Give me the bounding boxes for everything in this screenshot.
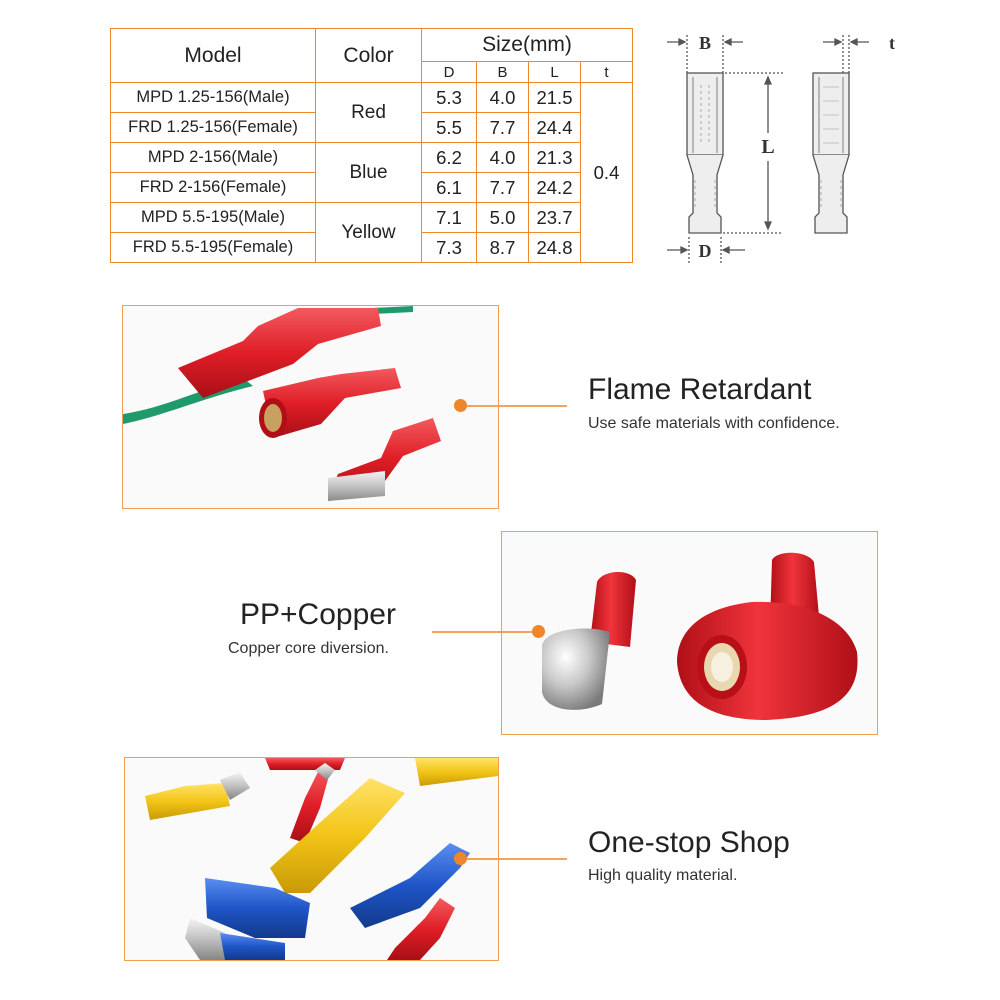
table-row: FRD 5.5-195(Female) 7.3 8.7 24.8 [110, 232, 633, 263]
b-cell: 4.0 [476, 142, 529, 173]
label-d: D [699, 241, 712, 261]
label-l: L [761, 136, 774, 158]
photo-red-terminals-wire [122, 305, 499, 509]
connector-line [467, 405, 567, 407]
spec-table: Model Color Size(mm) D B L t MPD 1.25-15… [110, 28, 634, 263]
connector-line [467, 858, 567, 860]
feature-desc: Use safe materials with confidence. [588, 415, 840, 432]
table-row: MPD 1.25-156(Male) Red 5.3 4.0 21.5 0.4 [110, 82, 634, 263]
header-model: Model [110, 28, 316, 83]
b-cell: 8.7 [476, 232, 529, 263]
header-size: Size(mm) [420, 28, 634, 62]
feature-desc: Copper core diversion. [228, 640, 389, 657]
color-cell-blue: Blue [315, 142, 422, 203]
model-cell: MPD 2-156(Male) [110, 142, 316, 173]
photo-red-male-female-terminal [501, 531, 878, 735]
l-cell: 24.4 [528, 112, 581, 143]
l-cell: 21.5 [528, 82, 581, 113]
b-cell: 5.0 [476, 202, 529, 233]
d-cell: 5.5 [421, 112, 477, 143]
model-cell: MPD 5.5-195(Male) [110, 202, 316, 233]
label-t: t [889, 33, 895, 53]
b-cell: 7.7 [476, 172, 529, 203]
feature-title: PP+Copper [240, 598, 396, 631]
d-cell: 5.3 [421, 82, 477, 113]
header-color: Color [315, 28, 422, 83]
connector-line [432, 631, 532, 633]
b-cell: 4.0 [476, 82, 529, 113]
connector-dot [454, 399, 467, 412]
d-cell: 6.2 [421, 142, 477, 173]
t-cell: 0.4 [579, 82, 634, 263]
l-cell: 23.7 [528, 202, 581, 233]
l-cell: 21.3 [528, 142, 581, 173]
model-cell: MPD 1.25-156(Male) [110, 82, 316, 113]
l-cell: 24.2 [528, 172, 581, 203]
model-cell: FRD 1.25-156(Female) [110, 112, 316, 143]
terminal-dimension-diagram: B t L D [667, 33, 895, 263]
d-cell: 7.1 [421, 202, 477, 233]
col-b: B [476, 61, 529, 83]
color-cell-red: Red [315, 82, 422, 143]
table-row: FRD 1.25-156(Female) 5.5 7.7 24.4 [110, 112, 633, 143]
table-row: FRD 2-156(Female) 6.1 7.7 24.2 [110, 172, 633, 203]
label-b: B [699, 33, 711, 53]
col-l: L [528, 61, 581, 83]
feature-desc: High quality material. [588, 867, 738, 884]
d-cell: 7.3 [421, 232, 477, 263]
connector-dot [532, 625, 545, 638]
feature-title: Flame Retardant [588, 373, 812, 406]
b-cell: 7.7 [476, 112, 529, 143]
table-row: MPD 2-156(Male) Blue 6.2 4.0 21.3 [110, 142, 633, 203]
color-cell-yellow: Yellow [315, 202, 422, 263]
col-d: D [421, 61, 477, 83]
model-cell: FRD 2-156(Female) [110, 172, 316, 203]
feature-title: One-stop Shop [588, 826, 790, 859]
l-cell: 24.8 [528, 232, 581, 263]
model-cell: FRD 5.5-195(Female) [110, 232, 316, 263]
table-row: MPD 5.5-195(Male) Yellow 7.1 5.0 23.7 [110, 202, 633, 263]
d-cell: 6.1 [421, 172, 477, 203]
connector-dot [454, 852, 467, 865]
col-t: t [579, 61, 634, 83]
photo-assorted-terminals [124, 757, 499, 961]
